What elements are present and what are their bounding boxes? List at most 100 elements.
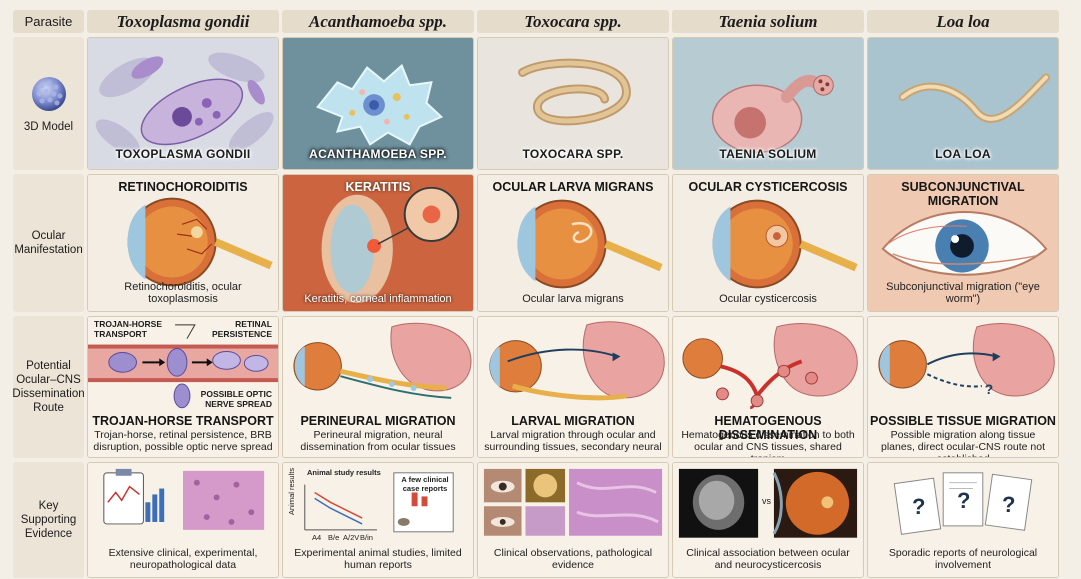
header-acanthamoeba: Acanthamoeba spp.: [282, 10, 474, 33]
route-label-trojan: TROJAN-HORSE TRANSPORT: [94, 319, 163, 339]
manifestation-title: KERATITIS: [345, 180, 411, 194]
manifestation-caption: Subconjunctival migration ("eye worm"): [886, 281, 1040, 305]
model-acanthamoeba: ACANTHAMOEBA SPP.: [282, 37, 474, 170]
acanthamoeba-illustration: [283, 38, 473, 169]
header-parasite-label: Parasite: [13, 10, 84, 33]
manifestation-toxocara: OCULAR LARVA MIGRANS Ocular larva migran…: [477, 174, 669, 312]
route-description: Perineural migration, neural disseminati…: [300, 429, 456, 453]
tissue-migration-illustration: ?: [868, 317, 1058, 457]
parasite-sphere-icon: [31, 76, 66, 111]
row-label-dissemination-route: Potential Ocular–CNS Dissemination Route: [13, 316, 84, 458]
manifestation-title: OCULAR LARVA MIGRANS: [492, 180, 654, 194]
evidence-caption: Clinical association between ocular and …: [686, 547, 850, 571]
manifestation-title: OCULAR CYSTICERCOSIS: [688, 180, 848, 194]
perineural-migration-illustration: [283, 317, 473, 457]
manifestation-caption: Retinochoroiditis, ocular toxoplasmosis: [124, 281, 242, 305]
manifestation-caption: Ocular cysticercosis: [719, 293, 817, 305]
route-title: POSSIBLE TISSUE MIGRATION: [870, 414, 1056, 428]
toxocara-larva-illustration: [478, 38, 668, 169]
model-loa-loa: LOA LOA: [867, 37, 1059, 170]
versus-label: vs: [762, 496, 771, 506]
model-taenia: TAENIA SOLIUM: [672, 37, 864, 170]
evidence-acanthamoeba: Animal study results Animal results A4 B…: [282, 462, 474, 578]
header-toxocara: Toxocara spp.: [477, 10, 669, 33]
route-taenia: HEMATOGENOUS DISSEMINATION Hematogenous …: [672, 316, 864, 458]
route-title: LARVAL MIGRATION: [511, 414, 635, 428]
route-title: HEMATOGENOUS DISSEMINATION: [714, 414, 822, 442]
model-toxoplasma: TOXOPLASMA GONDII: [87, 37, 279, 170]
header-loa-loa: Loa loa: [867, 10, 1059, 33]
loa-loa-worm-illustration: [868, 38, 1058, 169]
route-title: PERINEURAL MIGRATION: [300, 414, 456, 428]
route-description: Trojan-horse, retinal persistence, BRB d…: [93, 429, 273, 453]
model-toxocara: TOXOCARA SPP.: [477, 37, 669, 170]
eye-keratitis-illustration: [283, 175, 473, 311]
evidence-caption: Clinical observations, pathological evid…: [493, 547, 653, 571]
route-title: TROJAN-HORSE TRANSPORT: [92, 414, 274, 428]
row-label-supporting-evidence: Key Supporting Evidence: [13, 462, 84, 578]
evidence-caption: Sporadic reports of neurological involve…: [888, 547, 1038, 571]
toxoplasma-tachyzoites-illustration: [88, 38, 278, 169]
route-acanthamoeba: PERINEURAL MIGRATION Perineural migratio…: [282, 316, 474, 458]
trojan-horse-transport-illustration: [88, 317, 278, 457]
manifestation-taenia: OCULAR CYSTICERCOSIS Ocular cysticercosi…: [672, 174, 864, 312]
route-label-retinal: RETINAL PERSISTENCE: [212, 319, 272, 339]
question-mark-icon: ?: [912, 494, 926, 519]
eye-larva-migrans-illustration: [478, 175, 668, 311]
route-description: Hematogenous dissemination to both ocula…: [681, 429, 855, 457]
sporadic-reports-illustration: [868, 463, 1058, 577]
animal-chart-ylabel: Animal results: [287, 467, 296, 515]
route-description: Possible migration along tissue planes, …: [881, 429, 1045, 457]
manifestation-caption: Keratitis, corneal inflammation: [304, 293, 452, 305]
model-caption: TOXOPLASMA GONDII: [115, 147, 251, 161]
row-label-text: 3D Model: [23, 120, 74, 133]
model-caption: TOXOCARA SPP.: [522, 147, 624, 161]
animal-chart-tick: A/2V: [343, 533, 360, 542]
clinical-data-and-histology-illustration: [88, 463, 278, 577]
case-reports-box-label: A few clinical case reports: [401, 475, 449, 493]
row-label-text: Key Supporting Evidence: [20, 500, 77, 540]
question-mark-icon: ?: [957, 488, 971, 513]
question-mark-icon: ?: [1002, 492, 1016, 517]
larval-migration-illustration: [478, 317, 668, 457]
manifestation-title: RETINOCHOROIDITIS: [118, 180, 248, 194]
animal-study-chart-illustration: [283, 463, 473, 577]
taenia-cysticercus-illustration: [673, 38, 863, 169]
header-taenia: Taenia solium: [672, 10, 864, 33]
model-caption: LOA LOA: [935, 147, 991, 161]
manifestation-acanthamoeba: KERATITIS Keratitis, corneal inflammatio…: [282, 174, 474, 312]
clinical-photos-and-pathology-illustration: [478, 463, 668, 577]
mri-vs-fundus-illustration: [673, 463, 863, 577]
manifestation-caption: Ocular larva migrans: [522, 293, 624, 305]
row-label-text: Ocular Manifestation: [14, 230, 83, 256]
route-toxocara: LARVAL MIGRATION Larval migration throug…: [477, 316, 669, 458]
parasite-comparison-table: Parasite Toxoplasma gondii Acanthamoeba …: [13, 10, 1063, 578]
route-description: Larval migration through ocular and surr…: [484, 429, 662, 453]
uncertain-route-question-mark: ?: [985, 381, 993, 397]
evidence-taenia: vs Clinical association between ocular a…: [672, 462, 864, 578]
model-caption: TAENIA SOLIUM: [719, 147, 817, 161]
row-label-3d-model: 3D Model: [13, 37, 84, 170]
row-label-ocular-manifestation: Ocular Manifestation: [13, 174, 84, 312]
evidence-caption: Experimental animal studies, limited hum…: [294, 547, 462, 571]
animal-chart-tick: B/in: [360, 533, 373, 542]
eye-retinochoroiditis-illustration: [88, 175, 278, 311]
evidence-toxoplasma: Extensive clinical, experimental, neurop…: [87, 462, 279, 578]
animal-chart-tick: B/e: [328, 533, 340, 542]
manifestation-toxoplasma: RETINOCHOROIDITIS Retinochoroiditis, ocu…: [87, 174, 279, 312]
hematogenous-dissemination-illustration: [673, 317, 863, 457]
animal-chart-title: Animal study results: [307, 468, 381, 477]
animal-chart-tick: A4: [312, 533, 322, 542]
route-loa-loa: ? POSSIBLE TISSUE MIGRATION Possible mig…: [867, 316, 1059, 458]
evidence-toxocara: Clinical observations, pathological evid…: [477, 462, 669, 578]
manifestation-title: SUBCONJUNCTIVAL MIGRATION: [901, 180, 1025, 208]
model-caption: ACANTHAMOEBA SPP.: [309, 147, 447, 161]
route-label-optic-nerve: POSSIBLE OPTIC NERVE SPREAD: [200, 389, 272, 409]
manifestation-loa-loa: SUBCONJUNCTIVAL MIGRATION Subconjunctiva…: [867, 174, 1059, 312]
eye-worm-illustration: [868, 175, 1058, 311]
evidence-caption: Extensive clinical, experimental, neurop…: [108, 547, 258, 571]
header-toxoplasma: Toxoplasma gondii: [87, 10, 279, 33]
row-label-text: Potential Ocular–CNS Dissemination Route: [13, 360, 84, 414]
eye-cysticercosis-illustration: [673, 175, 863, 311]
evidence-loa-loa: ? ? ? Sporadic reports of neurological i…: [867, 462, 1059, 578]
